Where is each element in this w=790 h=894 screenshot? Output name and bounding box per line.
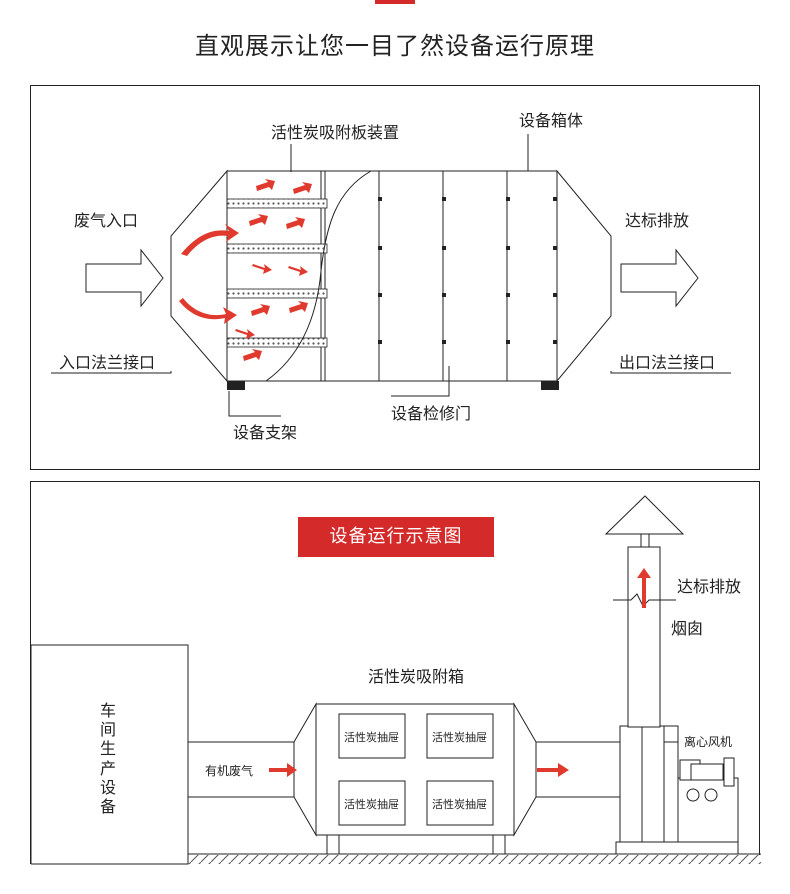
flow-arrows — [269, 568, 651, 777]
top-accent-bar — [375, 0, 415, 4]
label-activated-carbon-device: 活性炭吸附板装置 — [271, 123, 399, 142]
label-waste-gas-inlet: 废气入口 — [74, 211, 138, 230]
door-latches — [378, 197, 557, 344]
drawer-label: 活性炭抽屉 — [432, 797, 487, 811]
fan-base — [677, 777, 739, 843]
outlet-hood — [556, 169, 612, 383]
support-foot-right — [541, 381, 559, 390]
label-housing: 设备箱体 — [519, 111, 583, 130]
box-outlet-hood — [513, 702, 537, 837]
svg-text:设: 设 — [100, 778, 116, 797]
svg-text:产: 产 — [100, 759, 116, 778]
ground-hatch — [186, 855, 761, 864]
principle-diagram: 活性炭吸附板装置 设备箱体 废气入口 达标排放 入口法兰接口 出口法兰接口 设备… — [51, 111, 731, 442]
svg-text:生: 生 — [100, 739, 116, 758]
fan-inlet — [619, 725, 643, 843]
carbon-drawer[interactable] — [338, 713, 406, 759]
chimney-cap — [604, 495, 685, 535]
operation-diagram-panel: 车 间 生 产 设 备 活性炭抽屉 活性炭抽屉 活性炭抽屉 活性炭抽屉 有机废气… — [30, 481, 761, 865]
label-discharge: 达标排放 — [677, 577, 741, 596]
carbon-drawer[interactable] — [338, 780, 406, 826]
carbon-drawer[interactable] — [426, 780, 494, 826]
label-access-door: 设备检修门 — [391, 404, 471, 423]
workshop-equipment-box — [31, 644, 189, 865]
carbon-drawer[interactable] — [426, 713, 494, 759]
support-foot-left — [227, 381, 245, 390]
leader-lines — [51, 134, 731, 417]
outlet-arrow-icon — [620, 248, 699, 308]
svg-text:备: 备 — [100, 797, 116, 816]
operation-diagram-banner: 设备运行示意图 — [298, 517, 494, 557]
label-inlet-flange: 入口法兰接口 — [59, 353, 155, 372]
operation-diagram: 车 间 生 产 设 备 活性炭抽屉 活性炭抽屉 活性炭抽屉 活性炭抽屉 有机废气… — [31, 495, 761, 865]
drawer-label: 活性炭抽屉 — [344, 797, 399, 811]
box-inlet-hood — [293, 702, 317, 837]
label-adsorption-box: 活性炭吸附箱 — [368, 667, 464, 686]
cutaway-edge — [226, 170, 373, 382]
label-outlet-flange: 出口法兰接口 — [619, 353, 715, 372]
drawer-label: 活性炭抽屉 — [432, 730, 487, 744]
label-organic-gas: 有机废气 — [205, 763, 253, 778]
svg-text:间: 间 — [100, 720, 116, 739]
fan-skid — [615, 841, 739, 855]
page-heading: 直观展示让您一目了然设备运行原理 — [195, 32, 595, 60]
inlet-arrow-icon — [85, 248, 164, 308]
inlet-hood — [170, 169, 228, 383]
label-chimney: 烟囱 — [671, 619, 703, 638]
svg-text:车: 车 — [100, 701, 116, 720]
workshop-label: 车 间 生 产 设 备 — [100, 701, 116, 816]
drawer-label: 活性炭抽屉 — [344, 730, 399, 744]
label-fan: 离心风机 — [684, 734, 732, 749]
carbon-plates — [226, 198, 328, 348]
label-discharge: 达标排放 — [625, 211, 689, 230]
label-support: 设备支架 — [233, 423, 297, 442]
airflow-arrows — [179, 179, 312, 361]
principle-diagram-panel: 活性炭吸附板装置 设备箱体 废气入口 达标排放 入口法兰接口 出口法兰接口 设备… — [30, 85, 760, 470]
